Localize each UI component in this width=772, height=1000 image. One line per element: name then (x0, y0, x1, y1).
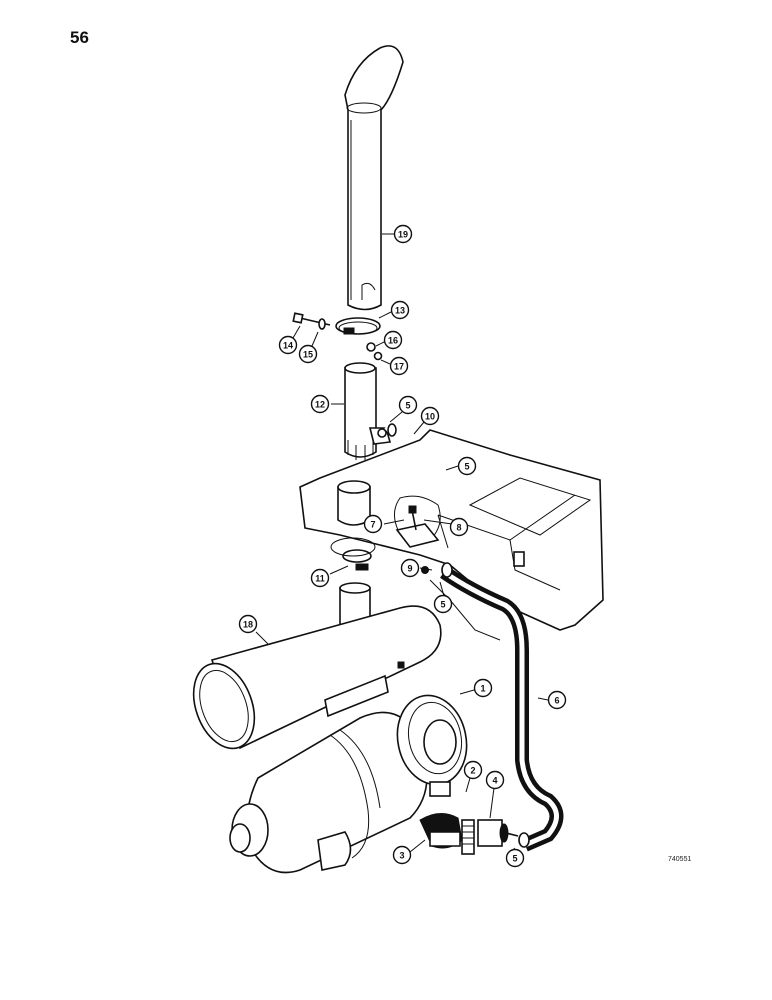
svg-text:2: 2 (470, 766, 475, 776)
callout-9: 9 (400, 558, 420, 578)
svg-text:11: 11 (315, 574, 325, 584)
svg-text:5: 5 (464, 462, 469, 472)
svg-text:8: 8 (456, 523, 461, 533)
callout-8: 8 (449, 517, 469, 537)
callout-1: 1 (473, 678, 493, 698)
callout-11: 11 (310, 568, 330, 588)
callout-5c: 5 (433, 594, 453, 614)
callout-16: 16 (383, 330, 403, 350)
svg-text:13: 13 (395, 306, 405, 316)
callout-15: 15 (298, 344, 318, 364)
air-cleaner-cap (396, 694, 468, 797)
svg-text:3: 3 (399, 851, 404, 861)
svg-text:6: 6 (554, 696, 559, 706)
callout-3: 3 (392, 845, 412, 865)
svg-text:16: 16 (388, 336, 398, 346)
callout-12: 12 (310, 394, 330, 414)
exhaust-stack (344, 45, 404, 311)
svg-text:4: 4 (492, 776, 497, 786)
lower-hose (440, 562, 564, 852)
svg-text:5: 5 (440, 600, 445, 610)
air-cleaner (229, 711, 428, 874)
svg-text:15: 15 (303, 350, 313, 360)
callout-5a: 5 (398, 395, 418, 415)
svg-text:5: 5 (405, 401, 410, 411)
restriction-indicator (419, 813, 519, 855)
leader-lines (255, 233, 549, 853)
clamp-bolt (292, 312, 331, 330)
svg-text:12: 12 (315, 400, 325, 410)
callout-14: 14 (278, 335, 298, 355)
callout-17: 17 (389, 356, 409, 376)
muffler-gasket (330, 537, 376, 571)
callout-5b: 5 (457, 456, 477, 476)
callout-10: 10 (420, 406, 440, 426)
callout-19: 19 (393, 224, 413, 244)
svg-text:14: 14 (283, 341, 293, 351)
stack-clamp (335, 317, 381, 335)
muffler-pipe (344, 362, 392, 460)
clamp-nut (366, 342, 383, 361)
page-number: 56 (70, 28, 89, 47)
valve-gasket (394, 495, 441, 548)
callout-6: 6 (547, 690, 567, 710)
svg-text:5: 5 (512, 854, 517, 864)
muffler (192, 582, 442, 750)
nut (421, 566, 429, 574)
svg-text:7: 7 (370, 520, 375, 530)
callout-2: 2 (463, 760, 483, 780)
callout-18: 18 (238, 614, 258, 634)
drawing-id: 740551 (668, 856, 692, 863)
callout-7: 7 (363, 514, 383, 534)
svg-text:1: 1 (480, 684, 485, 694)
callout-4: 4 (485, 770, 505, 790)
svg-text:10: 10 (425, 412, 435, 422)
callout-13: 13 (390, 300, 410, 320)
callout-5d: 5 (505, 848, 525, 868)
svg-text:9: 9 (407, 564, 412, 574)
svg-text:19: 19 (398, 230, 408, 240)
tank-outlet-stub (337, 480, 371, 526)
svg-text:17: 17 (394, 362, 404, 372)
svg-text:18: 18 (243, 620, 253, 630)
